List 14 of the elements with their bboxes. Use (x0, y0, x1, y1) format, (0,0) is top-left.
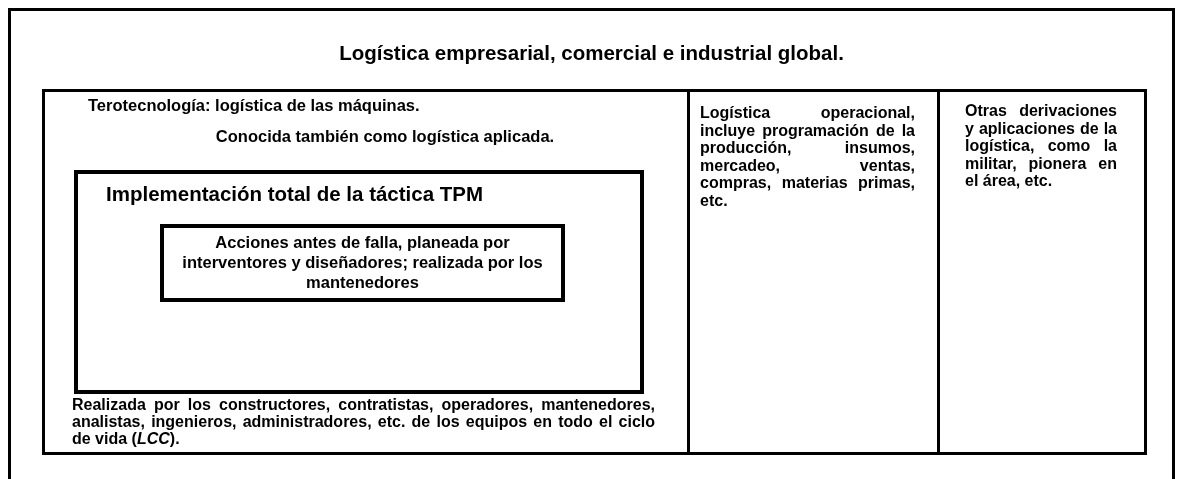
description: Logística operacional, incluye programación de la producción, insumos, mercadeo, ventas, compras, materias primas, etc. (700, 104, 915, 210)
column-box (687, 89, 940, 455)
heading: Terotecnología: logística de las máquinas. (88, 96, 421, 116)
description: Realizada por los constructores, contratistas, operadores, mantenedores, analistas, ingenieros, administradores, etc. de los equipos en todo el ciclo de vida (LCC). (72, 397, 655, 448)
outer-frame (8, 8, 1175, 479)
section-box (42, 89, 690, 455)
action-box (160, 224, 565, 302)
tactic-box (74, 170, 644, 394)
description: Acciones antes de falla, planeada por interventores y diseñadores; realizada por los mantenedores (181, 233, 544, 293)
column-box (937, 89, 1147, 455)
description: Implementación total de la táctica TPM (106, 182, 485, 207)
description: Otras derivaciones y aplicaciones de la logística, como la militar, pionera en el área, etc. (965, 102, 1117, 190)
description: Conocida también como logística aplicada. (214, 127, 556, 147)
title: Logística empresarial, comercial e industrial global. (338, 41, 845, 66)
